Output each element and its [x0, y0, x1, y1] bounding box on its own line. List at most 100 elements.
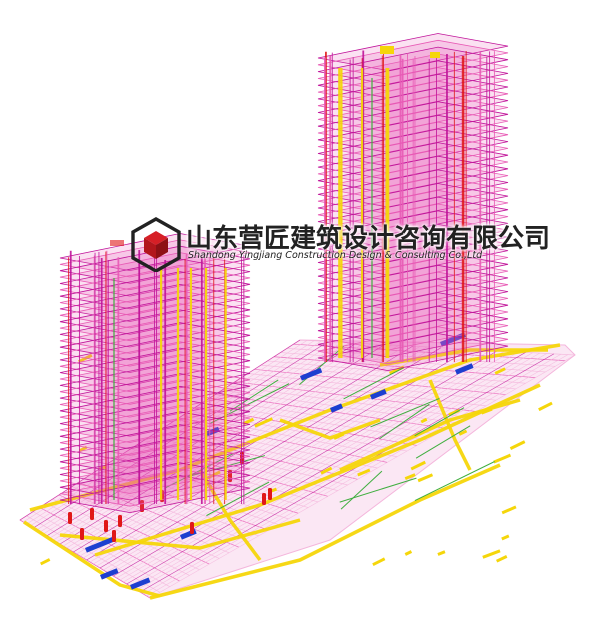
duct-segment — [495, 555, 508, 563]
hvac-duct — [428, 379, 472, 471]
duct-segment — [538, 401, 553, 412]
pipe-run — [260, 364, 516, 390]
duct-segment — [420, 417, 428, 424]
duct-segment — [494, 367, 506, 375]
pipe-run — [79, 346, 428, 557]
hvac-duct — [379, 348, 548, 367]
roof-equipment — [380, 46, 394, 54]
roof-equipment — [430, 52, 440, 58]
pipe-run — [116, 350, 505, 579]
hexagon-cube-icon — [131, 217, 181, 272]
pipe-run — [234, 381, 477, 412]
pipe-run — [93, 348, 456, 565]
pipe-run — [149, 354, 576, 599]
pipe-run — [143, 440, 338, 491]
duct-segment — [493, 453, 512, 464]
pipe-run — [26, 340, 315, 525]
pipe-run — [206, 481, 270, 517]
duct-segment — [448, 408, 460, 417]
fire-equipment — [140, 500, 144, 512]
pipe-run — [53, 343, 371, 541]
water-pipe — [85, 536, 115, 553]
pipe-run — [123, 351, 519, 583]
company-name-en: Shandong Yingjiang Construction Design &… — [188, 250, 483, 261]
pipe-run — [139, 353, 554, 593]
duct-segment — [509, 440, 526, 450]
water-pipe — [369, 389, 387, 400]
duct-segment — [404, 473, 416, 480]
pipe-run — [39, 507, 180, 582]
pipe-run — [91, 473, 259, 537]
pipe-run — [86, 347, 442, 561]
duct-segment — [78, 353, 93, 364]
fire-equipment — [104, 520, 108, 532]
pipe-run — [106, 349, 484, 573]
pipe-run — [228, 385, 467, 418]
hvac-duct — [279, 418, 381, 440]
pipe-run — [379, 403, 430, 440]
pipe-run — [58, 494, 210, 565]
duct-segment — [458, 429, 468, 436]
pipe-run — [195, 406, 417, 446]
duct-segment — [417, 473, 434, 483]
fire-equipment — [190, 522, 194, 534]
duct-segment — [372, 557, 386, 567]
hvac-duct — [339, 398, 521, 472]
duct-segment — [333, 432, 345, 440]
pipe-run — [137, 444, 328, 497]
fire-equipment — [262, 493, 266, 505]
pipe-run — [340, 470, 383, 510]
fire-equipment — [112, 530, 116, 542]
fire-equipment — [118, 515, 122, 527]
pipe-run — [73, 345, 413, 553]
duct-segment — [357, 468, 371, 477]
duct-segment — [410, 460, 426, 471]
pipe-run — [267, 360, 526, 384]
duct-segment — [481, 407, 493, 415]
pipe-run — [143, 353, 562, 595]
pipe-run — [126, 352, 526, 585]
hvac-duct — [23, 520, 161, 598]
duct-segment — [501, 534, 510, 541]
duct-segment — [40, 558, 51, 566]
fire-equipment — [90, 508, 94, 520]
pipe-run — [241, 377, 487, 407]
basement-mep-layer — [19, 332, 576, 600]
duct-segment — [437, 550, 446, 556]
tower-left — [59, 233, 251, 514]
water-pipe — [300, 367, 323, 381]
pipe-run — [176, 419, 388, 463]
fire-equipment — [80, 528, 84, 540]
pipe-run — [146, 354, 569, 597]
hvac-duct — [149, 463, 501, 600]
pipe-run — [78, 482, 240, 548]
pipe-run — [71, 486, 230, 554]
duct-segment — [501, 505, 517, 515]
duct-segment — [404, 550, 413, 556]
duct-segment — [254, 417, 273, 428]
duct-segment — [320, 466, 333, 475]
fire-equipment — [68, 512, 72, 524]
pipe-run — [109, 350, 491, 575]
pipe-run — [414, 407, 465, 437]
pipe-run — [339, 477, 417, 503]
hvac-duct — [29, 343, 561, 512]
roof-equipment — [110, 240, 124, 246]
pipe-run — [59, 344, 385, 545]
pipe-run — [26, 515, 161, 593]
pipe-run — [343, 367, 404, 400]
pipe-run — [254, 368, 506, 395]
pipe-run — [414, 461, 495, 502]
water-pipe — [455, 363, 474, 375]
pipe-run — [415, 425, 471, 459]
company-watermark: 山东营匠建筑设计咨询有限公司 Shandong Yingjiang Constr… — [128, 216, 550, 272]
tower-right — [317, 33, 509, 372]
water-pipe — [100, 568, 119, 580]
pipe-run — [182, 415, 398, 458]
pipe-run — [119, 351, 512, 581]
water-pipe — [130, 577, 151, 590]
water-pipe — [330, 403, 343, 413]
pipe-run — [229, 379, 279, 412]
pipe-run — [52, 498, 200, 571]
